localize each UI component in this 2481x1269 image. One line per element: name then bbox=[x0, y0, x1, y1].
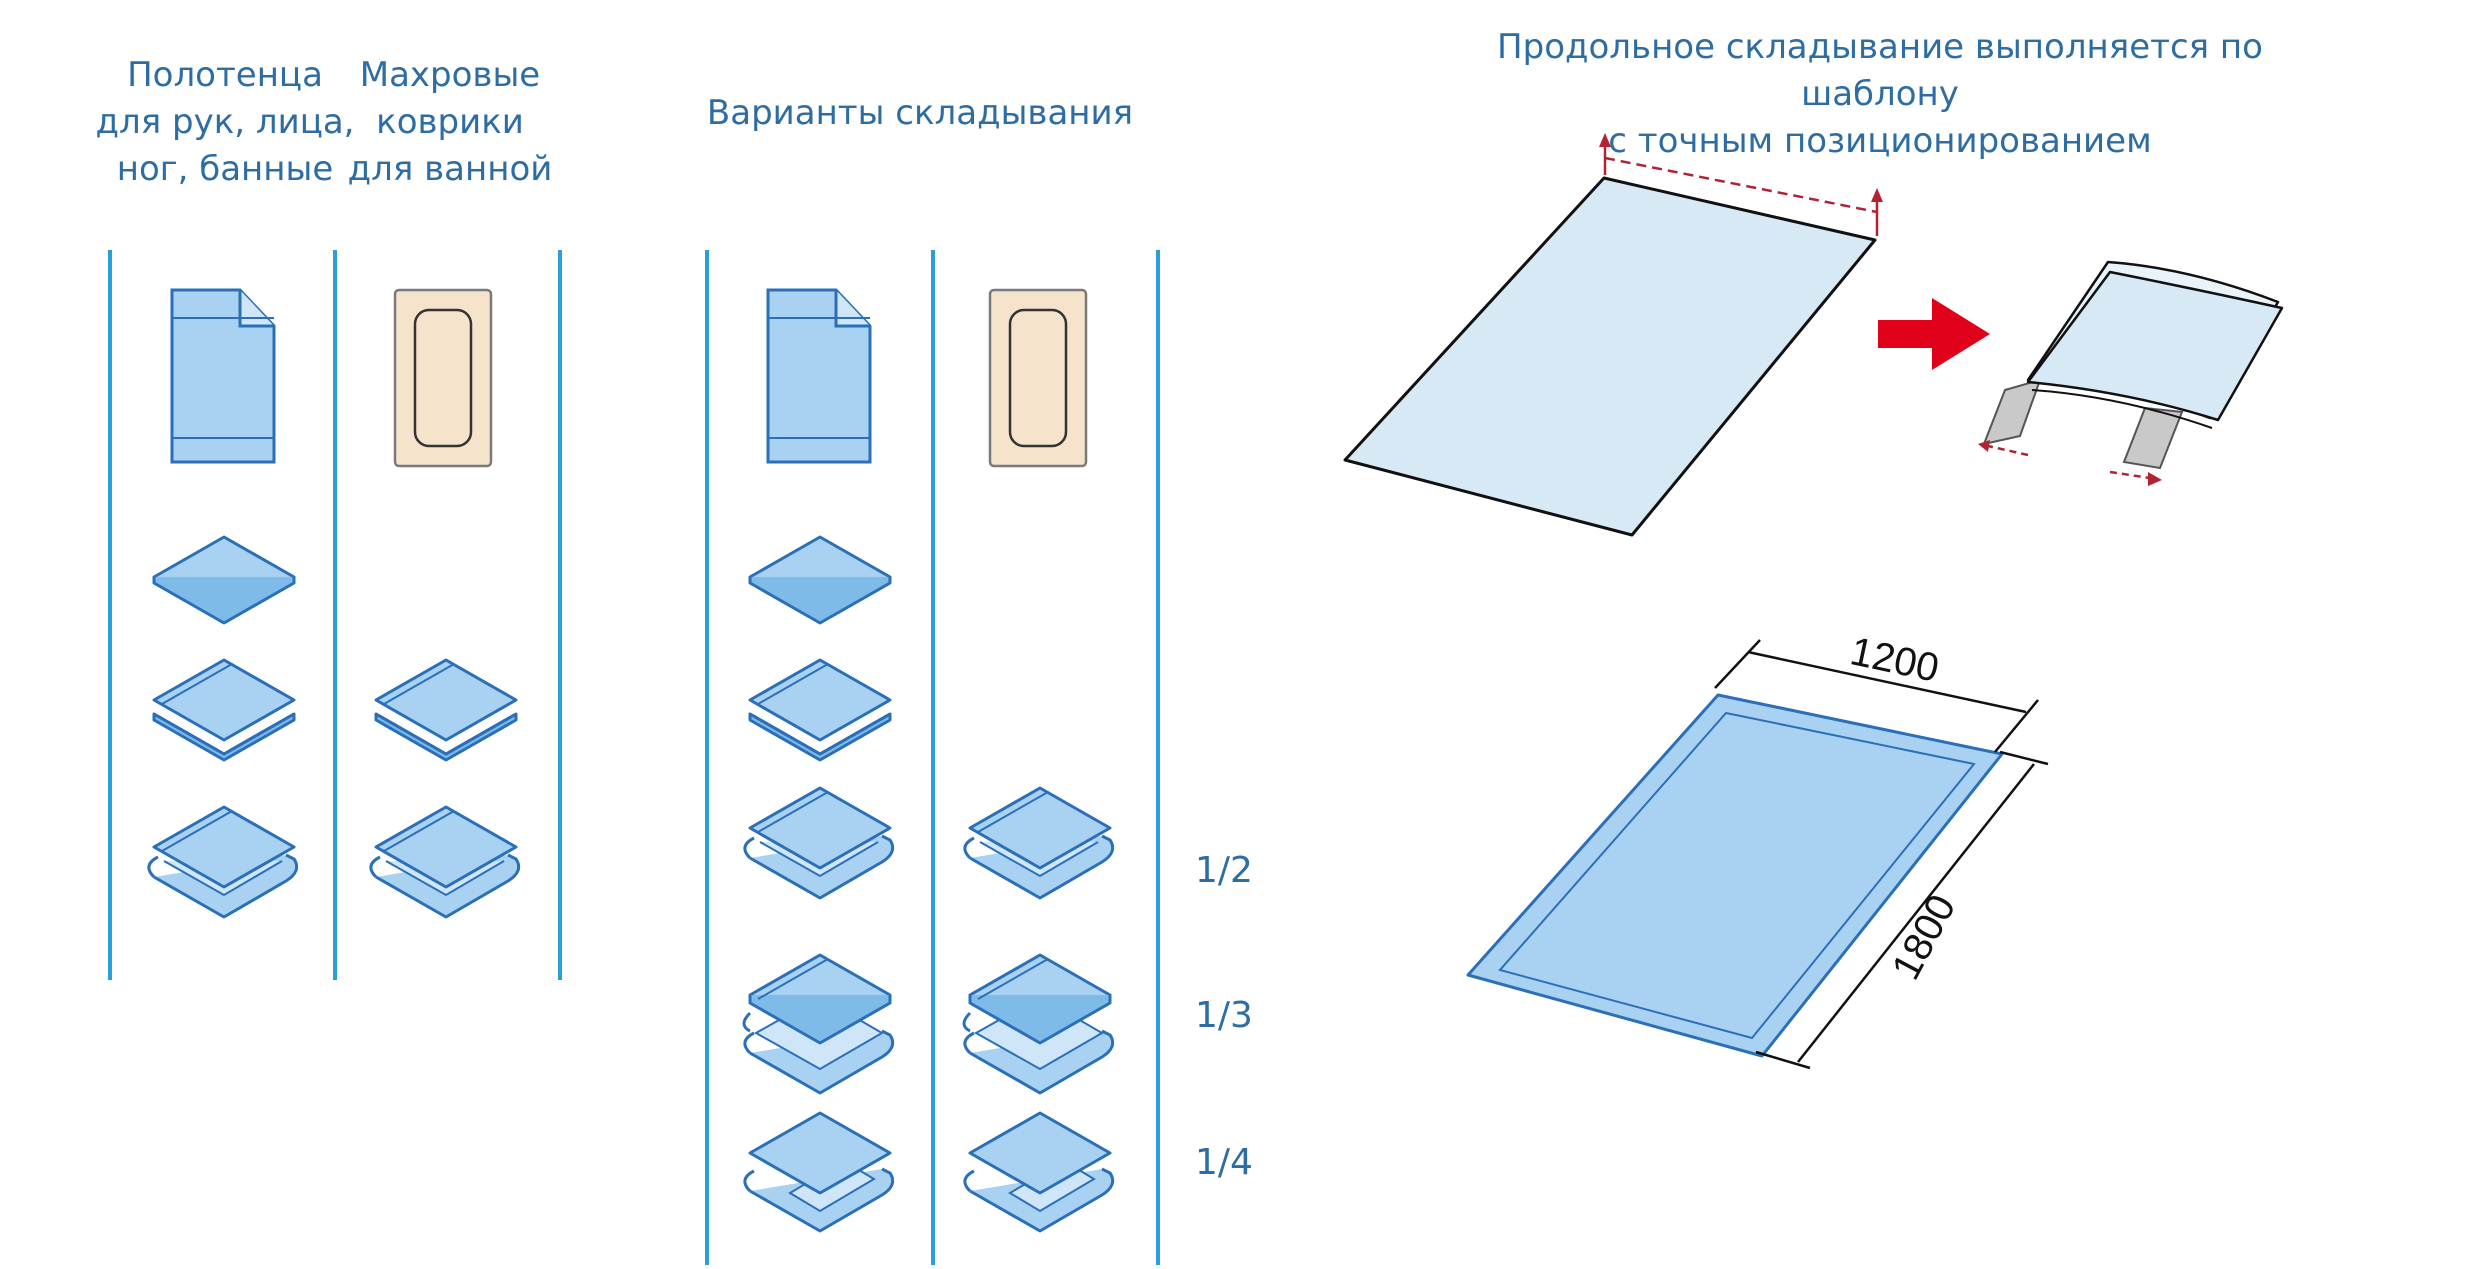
dimensioned-sheet-outer bbox=[1466, 693, 2004, 1058]
towels-header: Полотенца для рук, лица, ног, банные bbox=[60, 52, 390, 193]
dimensioned-sheet-inner bbox=[1498, 711, 1976, 1040]
folded-towel-single-icon bbox=[152, 535, 296, 625]
dimensioned-sheet-diagram bbox=[1466, 639, 2049, 1070]
fraction-half: 1/2 bbox=[1195, 850, 1253, 891]
width-dimension-line bbox=[1747, 650, 2027, 714]
variant-towel-sheet-icon bbox=[766, 288, 872, 464]
folded-mat-double-icon bbox=[374, 658, 518, 762]
guide-arrow-left-head bbox=[1599, 133, 1611, 147]
folded-towel-double-icon bbox=[152, 658, 296, 762]
template-plate-left bbox=[1982, 378, 2042, 446]
longitudinal-sheet-diagram bbox=[1343, 133, 1883, 537]
folded-mat-roll-icon bbox=[369, 805, 521, 919]
folded-sheet-edge bbox=[2031, 389, 2213, 429]
variant-mat-icon bbox=[988, 288, 1088, 468]
mats-header-line-3: для ванной bbox=[347, 148, 553, 189]
folded-towel-roll-icon bbox=[147, 805, 299, 919]
slide-arrow-right bbox=[2109, 470, 2151, 480]
longitudinal-header-line-2: с точным позиционированием bbox=[1608, 120, 2152, 161]
bath-mat-icon bbox=[393, 288, 493, 468]
red-arrow-icon bbox=[1878, 298, 1990, 370]
variant-mat-stack-third-icon bbox=[962, 953, 1115, 1095]
longitudinal-header: Продольное складывание выполняется по ша… bbox=[1420, 24, 2340, 165]
unfolded-sheet bbox=[1343, 176, 1877, 537]
slide-arrow-right-head bbox=[2148, 472, 2162, 486]
fraction-third: 1/3 bbox=[1195, 995, 1253, 1036]
towels-header-line-1: Полотенца bbox=[127, 55, 323, 95]
variant-folded-single-icon bbox=[748, 535, 892, 625]
length-dimension-line bbox=[1797, 763, 2035, 1063]
template-plate-right bbox=[2122, 406, 2184, 470]
variant-folded-loop-quarter-icon bbox=[743, 1111, 895, 1233]
slide-arrow-left bbox=[1987, 444, 2029, 457]
mats-header-line-1: Махровые bbox=[359, 55, 541, 95]
fraction-quarter: 1/4 bbox=[1195, 1142, 1253, 1183]
towels-header-line-2: для рук, лица, bbox=[95, 101, 355, 142]
template-guide-line bbox=[1604, 156, 1878, 214]
width-extension-left bbox=[1714, 639, 1761, 689]
towel-sheet-icon bbox=[170, 288, 276, 464]
length-extension-top bbox=[1999, 750, 2049, 766]
variant-mat-roll-half-icon bbox=[963, 786, 1115, 900]
mats-header: Махровые коврики для ванной bbox=[335, 52, 565, 193]
slide-arrow-left-head bbox=[1978, 440, 1990, 452]
guide-arrow-right-head bbox=[1871, 188, 1883, 202]
variant-folded-roll-half-icon bbox=[743, 786, 895, 900]
folded-sheet-front bbox=[2026, 270, 2284, 422]
column-dividers bbox=[108, 250, 1160, 1265]
variant-mat-loop-quarter-icon bbox=[963, 1111, 1115, 1233]
folded-sheet-diagram bbox=[1978, 260, 2284, 486]
length-extension-bottom bbox=[1755, 1050, 1811, 1070]
mats-header-line-2: коврики bbox=[376, 101, 524, 142]
longitudinal-header-line-1: Продольное складывание выполняется по ша… bbox=[1497, 27, 2263, 114]
variants-header: Варианты складывания bbox=[706, 93, 1134, 133]
variant-folded-double-icon bbox=[748, 658, 892, 762]
width-extension-right bbox=[1994, 699, 2039, 753]
variant-folded-stack-third-icon bbox=[742, 953, 895, 1095]
towels-header-line-3: ног, банные bbox=[116, 148, 334, 189]
